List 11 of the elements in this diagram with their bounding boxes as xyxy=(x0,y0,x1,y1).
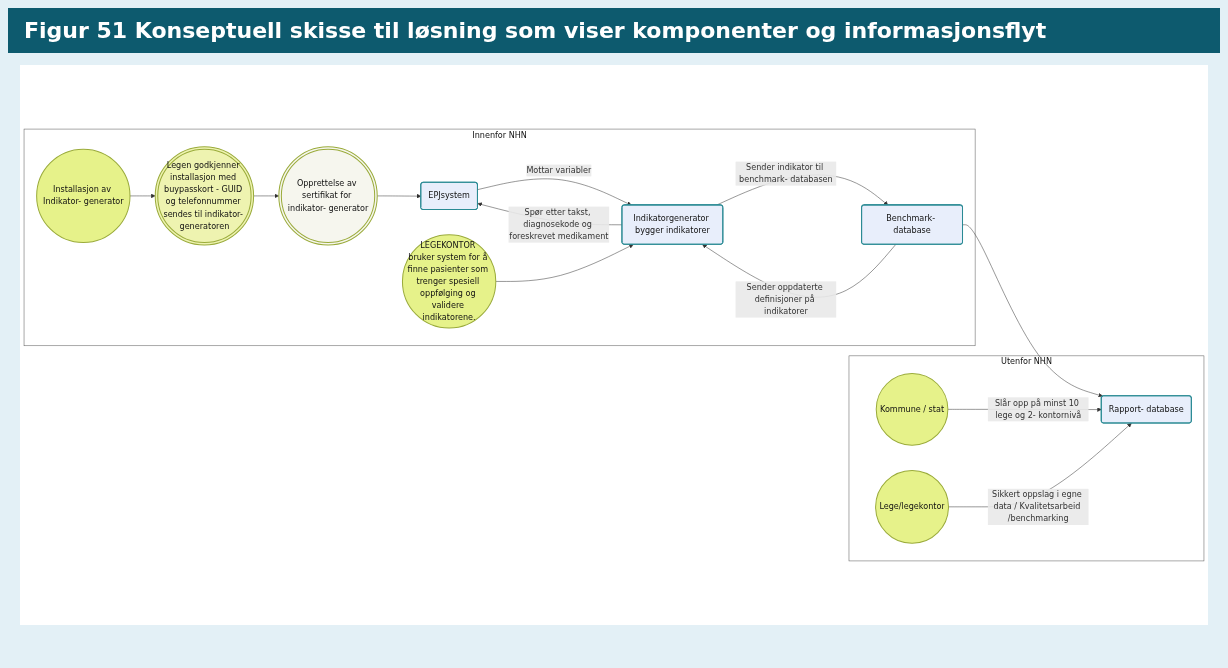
edge-label: Sikkert oppslag i egne data / Kvalitetsarbeid /benchmarking xyxy=(992,489,1082,524)
edge-label: Slår opp på minst 10 lege og 2- kontornivå xyxy=(994,398,1082,420)
node-circle: Lege/legekontor xyxy=(875,469,949,544)
node-circle: LEGEKONTOR bruker system for å finne pasienter som trenger spesiell oppfølging og validere indikatorene. xyxy=(401,234,497,329)
node-circle: Kommune / stat xyxy=(875,373,949,446)
edge-label: Spør etter takst, diagnosekode og foreskrevet medikament xyxy=(509,207,609,242)
edge-label: Sender indikator til benchmark- databasen xyxy=(739,162,833,185)
node-circle: Installasjon av Indikator- generator xyxy=(36,148,131,244)
figure-title: Figur 51 Konseptuell skisse til løsning som viser komponenter og informasjonsflyt xyxy=(8,8,1220,53)
edge-label: Mottar variabler xyxy=(526,165,592,176)
edge-label: Sender oppdaterte definisjoner på indikatorer xyxy=(746,282,823,317)
